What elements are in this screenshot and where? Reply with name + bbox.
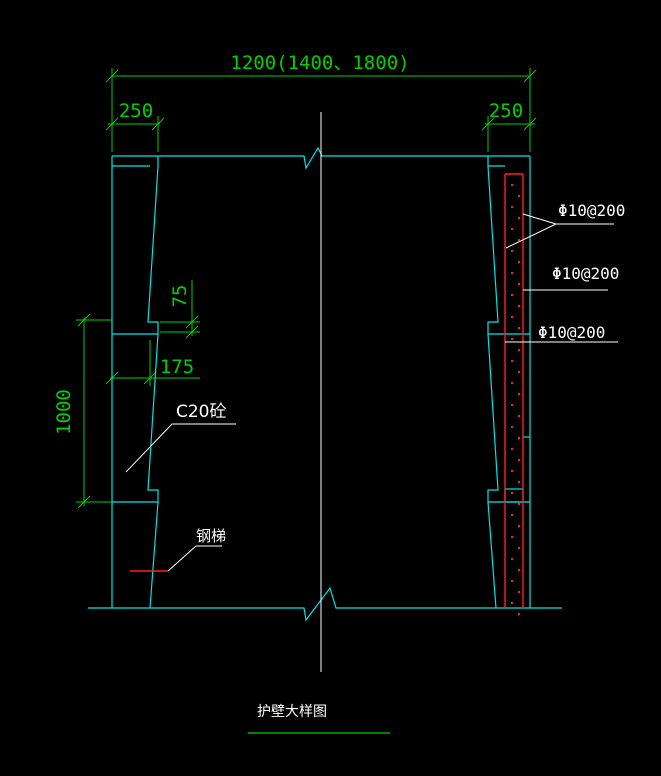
- hoop-dot: [518, 239, 520, 241]
- hoop-dot: [511, 536, 513, 538]
- step-width-label: 175: [160, 356, 194, 378]
- hoop-dot: [511, 558, 513, 560]
- hoop-dot: [518, 415, 520, 417]
- right-inner-face-seg1: [487, 156, 530, 335]
- hoop-dot: [511, 228, 513, 230]
- hoop-dot: [511, 250, 513, 252]
- hoop-dot: [511, 602, 513, 604]
- hoop-dot: [511, 294, 513, 296]
- rebar-3-label: Φ10@200: [538, 323, 605, 342]
- hoop-dot: [518, 459, 520, 461]
- hoop-dot: [511, 316, 513, 318]
- right-inner-face-seg2: [487, 333, 530, 503]
- hoop-dot: [518, 261, 520, 263]
- tick: [151, 117, 165, 131]
- hoop-dot: [518, 283, 520, 285]
- hoop-dot: [518, 525, 520, 527]
- drawing-title: 护壁大样图: [257, 704, 327, 720]
- hoop-dot: [518, 371, 520, 373]
- hoop-dot: [511, 272, 513, 274]
- hoop-dot: [511, 360, 513, 362]
- hoop-dot: [518, 569, 520, 571]
- dimension-lines: [76, 68, 537, 509]
- rebar-1-leader-b: [522, 213, 557, 225]
- hoop-dot: [518, 349, 520, 351]
- rebar-1-label: Φ10@200: [558, 201, 625, 220]
- hoop-dot: [518, 591, 520, 593]
- hoop-dot: [518, 613, 520, 615]
- hoop-dot: [518, 305, 520, 307]
- steel-ladder-label: 钢梯: [196, 527, 226, 545]
- leader-lines: [125, 213, 618, 572]
- step-height-label: 75: [169, 285, 191, 308]
- concrete-leader: [125, 423, 236, 473]
- rebar-joint-box: [504, 488, 524, 503]
- hoop-dot: [518, 481, 520, 483]
- rebar-cage: [504, 173, 524, 615]
- overall-width-label: 1200(1400、1800): [230, 52, 409, 74]
- hoop-dot: [518, 503, 520, 505]
- tick: [185, 315, 199, 329]
- left-inner-face-seg1: [112, 156, 159, 335]
- hoop-dot: [511, 206, 513, 208]
- concrete-label: C20砼: [176, 402, 227, 422]
- bottom-ground-line: [88, 586, 562, 622]
- hoop-dot: [511, 492, 513, 494]
- steel-ladder-leader: [167, 545, 222, 572]
- hoop-dot: [511, 382, 513, 384]
- hoop-dot: [518, 393, 520, 395]
- hoop-dot: [511, 426, 513, 428]
- left-inner-face-seg2: [112, 333, 159, 503]
- rebar-2-label: Φ10@200: [552, 264, 619, 283]
- hoop-dot: [511, 470, 513, 472]
- wall-structure: [88, 146, 562, 622]
- right-wall-width-label: 250: [489, 100, 523, 122]
- right-inner-face-seg3: [487, 501, 497, 609]
- rebar-hoop-dots: [511, 184, 520, 615]
- hoop-dot: [518, 437, 520, 439]
- tick: [143, 371, 157, 385]
- hoop-dot: [518, 327, 520, 329]
- segment-height-label: 1000: [53, 389, 75, 435]
- hoop-dot: [518, 547, 520, 549]
- hoop-dot: [511, 184, 513, 186]
- tick: [185, 325, 199, 339]
- hoop-dot: [511, 514, 513, 516]
- hoop-dot: [511, 448, 513, 450]
- tick: [105, 117, 119, 131]
- top-ground-line: [112, 146, 530, 170]
- rebar-1-leader-a: [505, 223, 614, 249]
- tick: [77, 313, 91, 327]
- tick: [481, 117, 495, 131]
- hoop-dot: [511, 404, 513, 406]
- tick: [523, 117, 537, 131]
- hoop-dot: [518, 217, 520, 219]
- hoop-dot: [511, 580, 513, 582]
- tick: [105, 69, 119, 83]
- hoop-dot: [518, 195, 520, 197]
- hoop-dot: [511, 338, 513, 340]
- tick: [77, 495, 91, 509]
- left-wall-width-label: 250: [119, 100, 153, 122]
- tick: [523, 69, 537, 83]
- left-inner-face-seg3: [149, 501, 159, 609]
